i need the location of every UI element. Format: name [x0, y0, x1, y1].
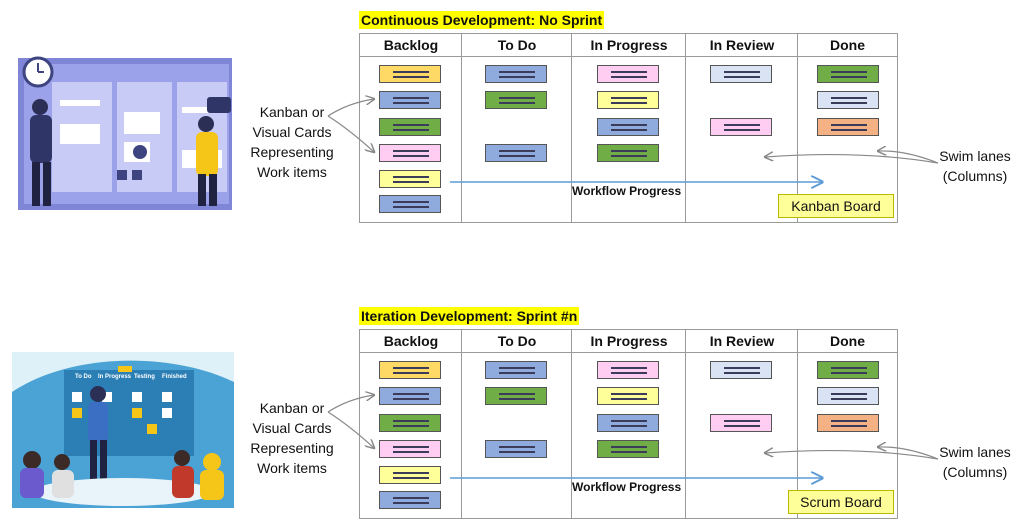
kanban-card[interactable] — [710, 414, 772, 432]
kanban-card[interactable] — [379, 91, 441, 109]
column-divider — [797, 330, 798, 518]
kanban-card[interactable] — [485, 65, 547, 83]
kanban-card[interactable] — [597, 65, 659, 83]
kanban-card[interactable] — [597, 91, 659, 109]
swim-pointer-arrow — [878, 447, 939, 460]
kanban-card[interactable] — [379, 414, 441, 432]
kanban-card[interactable] — [597, 118, 659, 136]
column-header-in-review: In Review — [686, 34, 798, 57]
kanban-card[interactable] — [710, 118, 772, 136]
workflow-progress-label: Workflow Progress — [572, 184, 682, 198]
kanban-team-illustration — [12, 52, 232, 210]
kanban-card[interactable] — [817, 361, 879, 379]
kanban-card[interactable] — [597, 361, 659, 379]
cards-label-line-2: Visual Cards — [252, 420, 332, 436]
kanban-card[interactable] — [597, 144, 659, 162]
column-header-backlog: Backlog — [360, 330, 462, 353]
swim-label-line-1: Swim lanes — [939, 148, 1011, 164]
kanban-card[interactable] — [379, 491, 441, 509]
kanban-card[interactable] — [597, 414, 659, 432]
board-type-label: Kanban Board — [778, 194, 894, 218]
illustration-col-in-progress: In Progress — [98, 374, 132, 380]
column-divider — [571, 330, 572, 518]
card-pointer-arrow — [327, 395, 374, 413]
kanban-card[interactable] — [597, 387, 659, 405]
cards-label-line-4: Work items — [257, 164, 327, 180]
kanban-card[interactable] — [817, 65, 879, 83]
column-divider — [685, 34, 686, 222]
card-pointer-arrow — [327, 99, 374, 117]
cards-label-line-1: Kanban or — [259, 400, 325, 416]
column-divider — [461, 34, 462, 222]
kanban-card[interactable] — [379, 195, 441, 213]
kanban-card[interactable] — [379, 440, 441, 458]
kanban-card[interactable] — [379, 170, 441, 188]
illustration-col-todo: To Do — [75, 374, 92, 380]
panel-continuous: Kanban or Visual Cards Representing Work… — [12, 11, 1024, 223]
kanban-card[interactable] — [379, 387, 441, 405]
illustration-col-testing: Testing — [134, 374, 155, 380]
column-divider — [461, 330, 462, 518]
kanban-card[interactable] — [485, 387, 547, 405]
cards-label-line-2: Visual Cards — [252, 124, 332, 140]
kanban-card[interactable] — [485, 361, 547, 379]
kanban-card[interactable] — [379, 466, 441, 484]
kanban-card[interactable] — [379, 65, 441, 83]
workflow-progress-label: Workflow Progress — [572, 480, 682, 494]
kanban-card[interactable] — [379, 144, 441, 162]
swim-pointer-arrow — [765, 155, 939, 164]
kanban-card[interactable] — [597, 440, 659, 458]
column-divider — [797, 34, 798, 222]
cards-label-line-1: Kanban or — [259, 104, 325, 120]
kanban-card[interactable] — [485, 91, 547, 109]
swim-label-line-2: (Columns) — [942, 168, 1008, 184]
kanban-card[interactable] — [379, 118, 441, 136]
board-type-label: Scrum Board — [788, 490, 894, 514]
kanban-card[interactable] — [485, 440, 547, 458]
illustration-col-finished: Finished — [162, 374, 187, 380]
cards-label-line-3: Representing — [250, 144, 334, 160]
column-divider — [685, 330, 686, 518]
column-header-backlog: Backlog — [360, 34, 462, 57]
kanban-card[interactable] — [817, 118, 879, 136]
column-header-done: Done — [798, 330, 897, 353]
swim-pointer-arrow — [878, 151, 939, 164]
column-header-todo: To Do — [462, 330, 572, 353]
column-header-in-review: In Review — [686, 330, 798, 353]
swim-pointer-arrow — [765, 451, 939, 460]
column-header-in-progress: In Progress — [572, 34, 686, 57]
kanban-card[interactable] — [817, 91, 879, 109]
swim-lanes-description: Swim lanes (Columns) — [925, 146, 1024, 186]
card-pointer-arrow — [327, 115, 374, 152]
column-divider — [571, 34, 572, 222]
column-header-todo: To Do — [462, 34, 572, 57]
panel-title: Iteration Development: Sprint #n — [359, 307, 580, 325]
swim-label-line-1: Swim lanes — [939, 444, 1011, 460]
cards-description: Kanban or Visual Cards Representing Work… — [232, 102, 352, 182]
kanban-card[interactable] — [485, 144, 547, 162]
kanban-card[interactable] — [379, 361, 441, 379]
kanban-card[interactable] — [817, 414, 879, 432]
cards-label-line-4: Work items — [257, 460, 327, 476]
swim-lanes-description: Swim lanes (Columns) — [925, 442, 1024, 482]
kanban-card[interactable] — [710, 361, 772, 379]
column-header-in-progress: In Progress — [572, 330, 686, 353]
swim-label-line-2: (Columns) — [942, 464, 1008, 480]
column-header-done: Done — [798, 34, 897, 57]
card-pointer-arrow — [327, 411, 374, 448]
kanban-card[interactable] — [710, 65, 772, 83]
panel-iteration: To Do In Progress Testing Finished Kanba… — [0, 296, 1024, 530]
panel-title: Continuous Development: No Sprint — [359, 11, 605, 29]
scrum-meeting-illustration: To Do In Progress Testing Finished — [12, 352, 234, 508]
cards-label-line-3: Representing — [250, 440, 334, 456]
cards-description: Kanban or Visual Cards Representing Work… — [232, 398, 352, 478]
kanban-card[interactable] — [817, 387, 879, 405]
